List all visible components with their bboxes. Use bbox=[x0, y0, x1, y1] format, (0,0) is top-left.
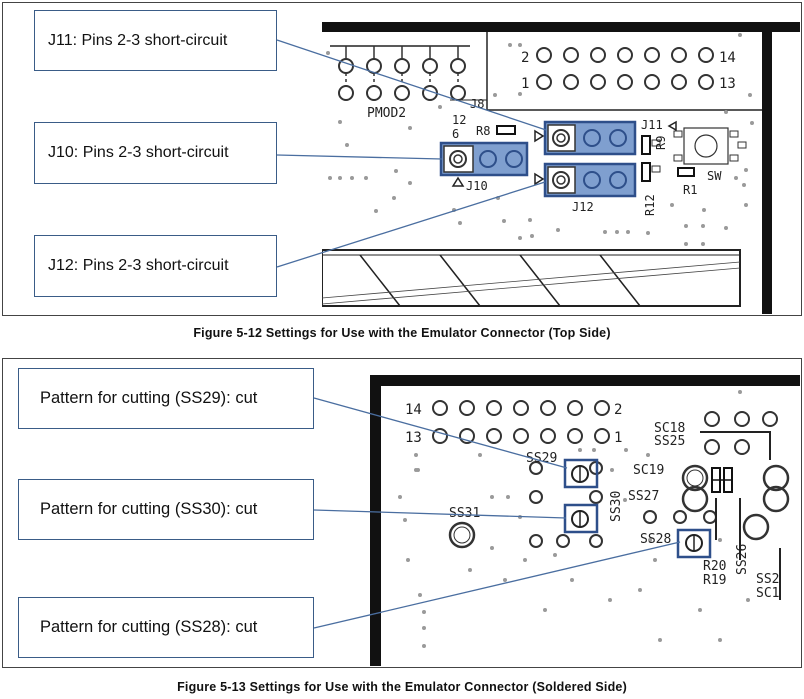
figure-5-12-caption: Figure 5-12 Settings for Use with the Em… bbox=[193, 326, 611, 340]
callout-ss29: Pattern for cutting (SS29): cut bbox=[18, 368, 314, 429]
header-pin-rows-bottom bbox=[432, 400, 778, 548]
header-pin-rows bbox=[536, 47, 714, 90]
silk-sc1: SC1 bbox=[756, 586, 779, 601]
pmod2-header bbox=[338, 46, 466, 101]
callout-j12-text: J12: Pins 2-3 short-circuit bbox=[48, 257, 229, 274]
callout-ss30: Pattern for cutting (SS30): cut bbox=[18, 479, 314, 540]
silk-b-1: 1 bbox=[614, 430, 622, 446]
vias-top bbox=[326, 33, 754, 246]
callout-ss29-text: Pattern for cutting (SS29): cut bbox=[40, 389, 258, 407]
j12-jumper bbox=[534, 162, 637, 198]
silk-ss25: SS25 bbox=[654, 434, 685, 449]
sc19-component bbox=[711, 467, 733, 493]
traces-bottom bbox=[700, 431, 781, 600]
callout-ss30-text: Pattern for cutting (SS30): cut bbox=[40, 500, 258, 518]
silk-r9: R9 bbox=[654, 136, 668, 150]
silk-sc19: SC19 bbox=[633, 463, 664, 478]
silk-ss2: SS2 bbox=[756, 572, 779, 587]
callout-j10: J10: Pins 2-3 short-circuit bbox=[34, 122, 277, 184]
silk-j11: J11 bbox=[641, 118, 663, 132]
large-pads-bottom bbox=[448, 464, 790, 549]
ss28-cut-pattern bbox=[676, 528, 712, 559]
j11-jumper bbox=[534, 120, 637, 156]
callout-j11-text: J11: Pins 2-3 short-circuit bbox=[48, 31, 228, 49]
callout-ss28: Pattern for cutting (SS28): cut bbox=[18, 597, 314, 658]
bottom-board: 14 13 2 1 SS29 SS31 SS27 SS28 SC18 SS25 … bbox=[370, 375, 800, 666]
vias-bottom bbox=[398, 390, 750, 648]
silk-12: 12 bbox=[452, 113, 466, 127]
silk-r12: R12 bbox=[643, 194, 657, 216]
silk-j8: J8 bbox=[470, 97, 484, 111]
silk-r20: R20 bbox=[703, 559, 726, 574]
ss29-cut-pattern bbox=[563, 458, 599, 489]
leader-lines-bottom bbox=[313, 397, 681, 629]
silk-ss29: SS29 bbox=[526, 451, 557, 466]
callout-j11: J11: Pins 2-3 short-circuit bbox=[34, 10, 277, 71]
top-board: 2 1 14 13 PMOD2 12 6 J8 R8 J11 J10 J12 R… bbox=[322, 22, 800, 314]
silk-sc18: SC18 bbox=[654, 421, 685, 436]
silk-ss26: SS26 bbox=[735, 544, 750, 575]
silk-b-14: 14 bbox=[405, 402, 422, 418]
silk-r8: R8 bbox=[476, 124, 490, 138]
silk-r19: R19 bbox=[703, 573, 726, 588]
silk-b-13: 13 bbox=[405, 430, 422, 446]
silk-ss27: SS27 bbox=[628, 489, 659, 504]
ss30-cut-pattern bbox=[563, 503, 599, 534]
silk-2: 2 bbox=[521, 50, 529, 66]
callout-j12: J12: Pins 2-3 short-circuit bbox=[34, 235, 277, 297]
silk-pmod2: PMOD2 bbox=[367, 106, 406, 121]
silk-j10: J10 bbox=[466, 179, 488, 193]
leader-lines-top bbox=[276, 39, 547, 268]
silkscreen-top: 2 1 14 13 PMOD2 12 6 J8 R8 J11 J10 J12 R… bbox=[367, 50, 736, 216]
silk-13: 13 bbox=[719, 76, 736, 92]
callout-ss28-text: Pattern for cutting (SS28): cut bbox=[40, 618, 258, 636]
silk-j12: J12 bbox=[572, 200, 594, 214]
silk-ss28: SS28 bbox=[640, 532, 671, 547]
silk-ss30: SS30 bbox=[609, 491, 624, 522]
silk-14: 14 bbox=[719, 50, 736, 66]
silk-b-2: 2 bbox=[614, 402, 622, 418]
figure-5-13-caption: Figure 5-13 Settings for Use with the Em… bbox=[177, 680, 627, 694]
silk-ss31: SS31 bbox=[449, 506, 480, 521]
silkscreen-bottom: 14 13 2 1 SS29 SS31 SS27 SS28 SC18 SS25 … bbox=[405, 402, 779, 601]
j10-jumper bbox=[439, 141, 529, 187]
silk-1: 1 bbox=[521, 76, 529, 92]
callout-j10-text: J10: Pins 2-3 short-circuit bbox=[48, 144, 229, 161]
small-components-top bbox=[496, 120, 747, 182]
silk-sw: SW bbox=[707, 169, 722, 183]
silk-r1: R1 bbox=[683, 183, 697, 197]
silk-6: 6 bbox=[452, 127, 459, 141]
